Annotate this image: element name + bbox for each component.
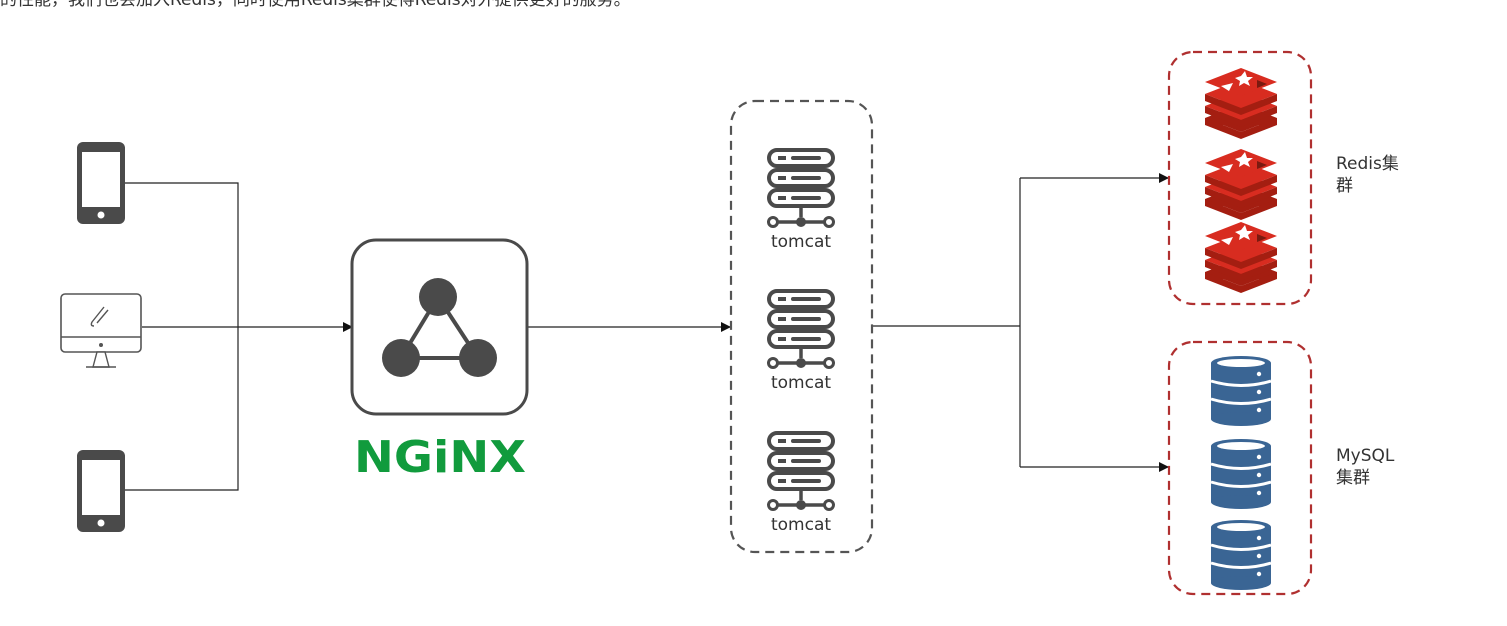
nginx-logo-label: NGiNX: [354, 432, 526, 483]
mysql-cluster: [1167, 340, 1313, 596]
redis-cluster-label: Redis集: [1336, 154, 1399, 174]
nginx-node: NGiNX: [350, 238, 529, 483]
phone-icon: [77, 142, 125, 224]
server-icon: [766, 148, 836, 229]
redis-cluster: [1167, 50, 1313, 306]
tomcat-cluster: tomcat tomcat tomcat: [729, 99, 874, 554]
redis-icon: [1205, 68, 1277, 139]
mysql-cluster-label: MySQL: [1336, 446, 1395, 466]
nginx-triangle-icon: [382, 278, 497, 377]
database-icon: [1209, 354, 1273, 428]
server-icon: [766, 289, 836, 370]
redis-icon: [1205, 222, 1277, 293]
tomcat-label: tomcat: [771, 232, 831, 252]
phone-icon: [77, 450, 125, 532]
connections: [125, 173, 1169, 491]
mysql-cluster-label-line2: 集群: [1336, 468, 1370, 488]
page-text: 的性能，我们也会加入Redis，同时使用Redis集群使得Redis对外提供更好…: [0, 0, 631, 10]
database-icon: [1209, 518, 1273, 592]
tomcat-label: tomcat: [771, 373, 831, 393]
server-icon: [766, 431, 836, 512]
database-icon: [1209, 437, 1273, 511]
monitor-icon: [60, 293, 142, 368]
redis-cluster-label-line2: 群: [1336, 176, 1353, 196]
redis-icon: [1205, 149, 1277, 220]
tomcat-label: tomcat: [771, 515, 831, 535]
